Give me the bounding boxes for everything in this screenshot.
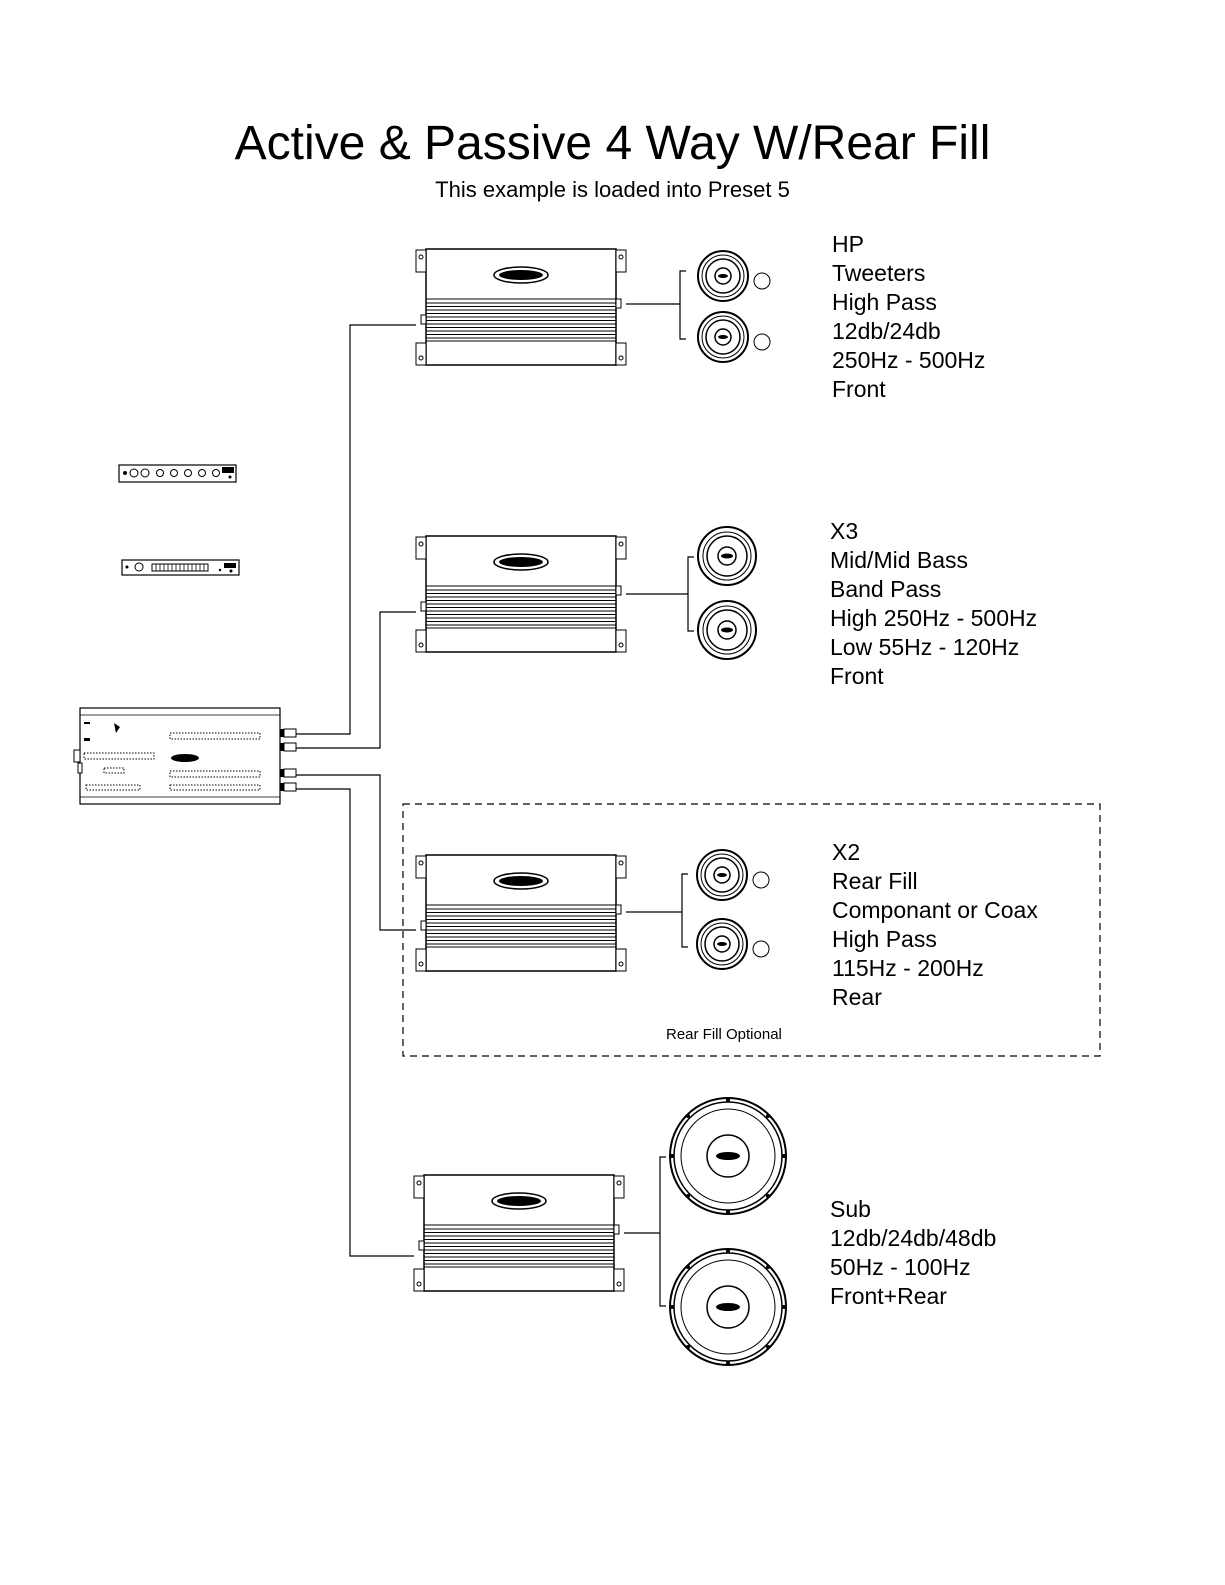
channel-line: Front (832, 376, 886, 402)
channel-line: X2 (832, 839, 861, 865)
page-title: Active & Passive 4 Way W/Rear Fill (234, 117, 991, 170)
processor-icon (73, 707, 297, 805)
channel-line: Mid/Mid Bass (830, 547, 969, 573)
amplifier-x2-icon (415, 854, 627, 972)
subwoofer-icon (669, 1097, 787, 1215)
x3-channel-label: X3 Mid/Mid Bass Band Pass High 250Hz - 5… (830, 517, 1037, 691)
channel-line: 12db/24db (832, 318, 941, 344)
channel-line: 12db/24db/48db (830, 1225, 997, 1251)
tweeter-icon (697, 311, 771, 363)
channel-line: High 250Hz - 500Hz (830, 605, 1038, 631)
channel-line: Rear Fill (832, 868, 918, 894)
amplifier-sub-icon (413, 1174, 625, 1292)
rear-speaker-icon (696, 918, 770, 970)
channel-line: High Pass (832, 289, 937, 315)
hp-channel-label: HP Tweeters High Pass 12db/24db 250Hz - … (832, 230, 985, 404)
sub-channel-label: Sub 12db/24db/48db 50Hz - 100Hz Front+Re… (830, 1195, 996, 1311)
channel-line: Componant or Coax (832, 897, 1038, 923)
midbass-speaker-icon (697, 600, 757, 660)
signal-wiring (296, 324, 416, 1257)
amplifier-hp-icon (415, 248, 627, 366)
remote-controller-icon (121, 559, 240, 576)
channel-line: Front (830, 663, 884, 689)
channel-line: Front+Rear (830, 1283, 947, 1309)
channel-line: HP (832, 231, 864, 257)
rear-speaker-icon (696, 849, 770, 901)
rear-fill-optional-box (402, 803, 1101, 1057)
head-unit-icon (118, 464, 237, 483)
channel-line: Low 55Hz - 120Hz (830, 634, 1020, 660)
channel-line: Band Pass (830, 576, 942, 602)
channel-line: 250Hz - 500Hz (832, 347, 986, 373)
channel-line: 50Hz - 100Hz (830, 1254, 971, 1280)
x2-channel-label: X2 Rear Fill Componant or Coax High Pass… (832, 838, 1038, 1012)
page-subtitle: This example is loaded into Preset 5 (435, 177, 790, 202)
channel-line: X3 (830, 518, 859, 544)
subwoofer-icon (669, 1248, 787, 1366)
channel-line: High Pass (832, 926, 937, 952)
channel-line: Tweeters (832, 260, 926, 286)
speaker-wiring (624, 270, 694, 1307)
channel-line: Sub (830, 1196, 871, 1222)
midbass-speaker-icon (697, 526, 757, 586)
channel-line: 115Hz - 200Hz (832, 955, 984, 981)
rear-fill-optional-label: Rear Fill Optional (666, 1026, 782, 1043)
amplifier-x3-icon (415, 535, 627, 653)
channel-line: Rear (832, 984, 882, 1010)
tweeter-icon (697, 250, 771, 302)
